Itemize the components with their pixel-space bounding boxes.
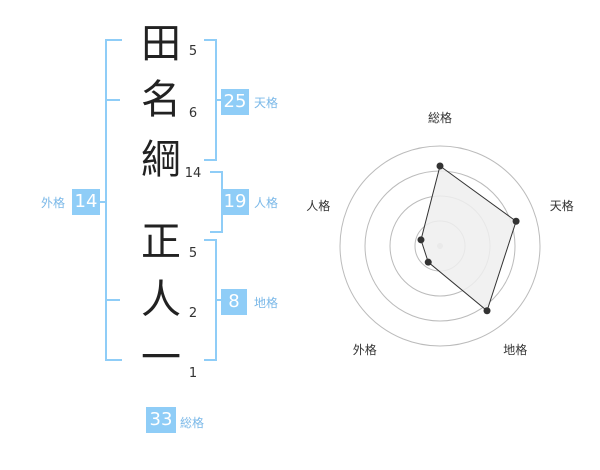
radar-axis-label-4: 外格 (352, 342, 377, 357)
jinkaku-label: 人格 (254, 196, 279, 210)
tenkaku-value: 25 (221, 89, 249, 115)
given-char-3: 一 (141, 335, 181, 381)
given-char-1: 正 (141, 219, 181, 265)
radar-ring (339, 145, 541, 347)
radar-point-5 (417, 236, 425, 244)
radar-point-4 (424, 258, 432, 266)
radar-axis-label-5: 人格 (306, 199, 331, 214)
surname-char-1: 田 (141, 21, 181, 67)
surname-strokes-1: 5 (188, 44, 198, 59)
jinkaku-value: 19 (221, 189, 249, 215)
radar-point-3 (483, 307, 491, 315)
chikaku-value: 8 (221, 289, 247, 315)
radar-axis-label-1: 総格 (427, 111, 452, 125)
surname-char-2: 名 (141, 77, 181, 123)
given-char-2: 人 (141, 277, 181, 323)
given-strokes-1: 5 (188, 246, 198, 261)
gaikaku-label: 外格 (41, 196, 66, 210)
surname-char-3: 綱 (141, 137, 181, 183)
soukaku-value: 33 (146, 407, 176, 433)
gaikaku-value: 14 (72, 189, 100, 215)
radar-axis-label-2: 天格 (549, 199, 574, 214)
given-strokes-2: 2 (188, 306, 198, 321)
given-strokes-3: 1 (188, 366, 198, 381)
chikaku-label: 地格 (254, 296, 279, 310)
radar-point-1 (436, 162, 444, 170)
radar-point-2 (512, 217, 520, 225)
radar-axis-label-3: 地格 (503, 342, 528, 357)
radar-series (420, 165, 517, 312)
soukaku-label: 総格 (180, 416, 205, 430)
surname-strokes-2: 6 (188, 106, 198, 121)
tenkaku-label: 天格 (254, 96, 279, 110)
surname-strokes-3: 14 (184, 166, 202, 181)
